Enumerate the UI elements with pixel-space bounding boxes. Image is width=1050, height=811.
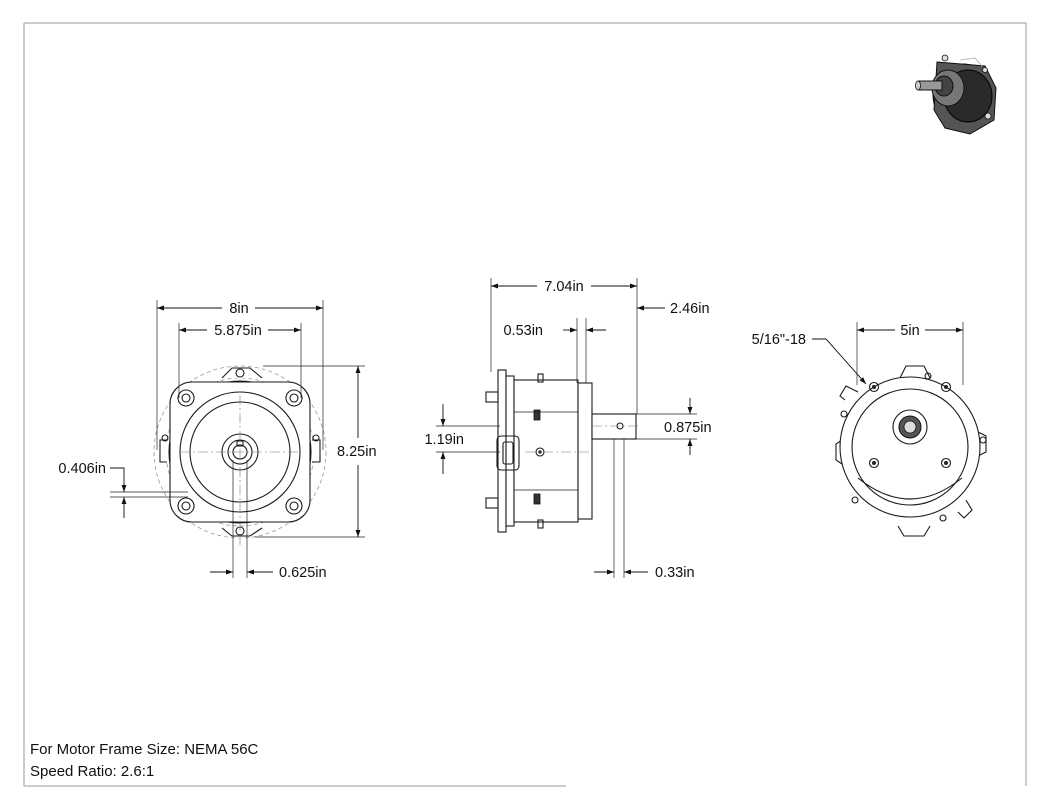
dim-front-offset: 0.406in bbox=[58, 461, 106, 477]
dim-front-width: 8in bbox=[229, 301, 248, 317]
dim-side-length: 7.04in bbox=[544, 279, 584, 295]
side-view bbox=[485, 369, 640, 533]
front-view bbox=[153, 365, 327, 545]
rear-dimension-labels: 5in 5/16"-18 bbox=[752, 323, 920, 348]
rear-view bbox=[835, 365, 987, 537]
note-frame-size: For Motor Frame Size: NEMA 56C bbox=[30, 741, 259, 758]
dim-side-key: 0.33in bbox=[655, 565, 695, 581]
front-dimension-lines bbox=[110, 300, 365, 578]
dim-rear-bolt-spacing: 5in bbox=[900, 323, 919, 339]
dim-side-shaft-length: 2.46in bbox=[670, 301, 710, 317]
dim-rear-thread: 5/16"-18 bbox=[752, 332, 806, 348]
drawing-notes: For Motor Frame Size: NEMA 56C Speed Rat… bbox=[30, 739, 258, 782]
dim-side-offset: 1.19in bbox=[424, 432, 464, 448]
front-dimension-labels: 8in 5.875in 8.25in 0.406in 0.625in bbox=[58, 301, 376, 581]
side-dimension-labels: 7.04in 2.46in 0.53in 1.19in 0.875in 0.33… bbox=[424, 279, 711, 581]
dim-front-height: 8.25in bbox=[337, 444, 377, 460]
dim-side-shaft-dia: 0.875in bbox=[664, 420, 712, 436]
dim-front-shaft-dia: 0.625in bbox=[279, 565, 327, 581]
dim-front-bolt-spacing: 5.875in bbox=[214, 323, 262, 339]
note-speed-ratio: Speed Ratio: 2.6:1 bbox=[30, 762, 155, 780]
side-dimension-lines bbox=[436, 278, 697, 578]
dim-side-flange: 0.53in bbox=[503, 323, 543, 339]
rear-dimension-lines bbox=[812, 322, 964, 385]
isometric-reducer-thumbnail bbox=[915, 54, 997, 135]
sheet-border bbox=[23, 22, 1027, 787]
